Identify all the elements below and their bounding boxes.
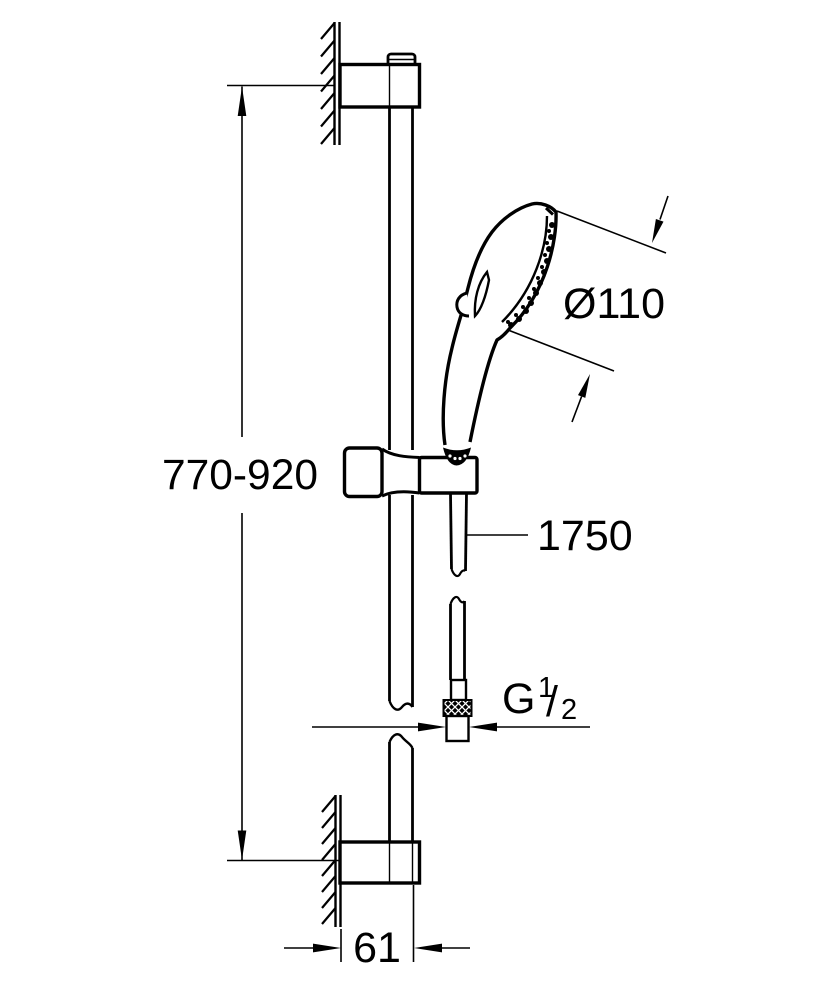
dimension-hose-length: 1750 [467,512,633,560]
rail-break-end [388,700,414,711]
hand-shower-body [441,201,558,446]
dimension-head-diameter: Ø110 [507,195,669,423]
spray-face-texture [506,222,555,328]
hand-shower [441,201,558,466]
arrow-up-icon [237,86,247,116]
thread-numerator-label: 1 [538,672,554,704]
wall-bottom-hatching [321,795,337,925]
arrow-left-icon [469,722,497,732]
arrow-right-icon [313,943,341,953]
thread-prefix-label: G [502,675,535,723]
slider-knob [342,446,384,499]
wall-top-hatching [320,22,336,145]
arrow-down-icon [237,830,247,860]
shower-hose [442,492,473,743]
mounting-bracket-top [338,52,422,109]
arrow-right-icon [418,722,446,732]
arrow-diagonal-icon [578,374,590,398]
glide-element [342,446,479,499]
wall-distance-label: 61 [353,924,401,972]
rail-break-start [388,733,414,749]
hose-length-label: 1750 [537,512,633,560]
handle-clip [455,291,470,318]
hose-nut [442,699,473,717]
handshower-holder [417,455,479,495]
face-top-notch [544,206,555,216]
hose-collar [449,678,468,702]
arrow-diagonal-icon [652,219,664,243]
handle-cone-tip [443,447,471,466]
cone-tip-dots [448,454,467,461]
rail-height-label: 770-920 [162,452,318,499]
spray-face-rim [501,215,549,323]
thread-slash-label: / [546,678,558,726]
head-diameter-label: Ø110 [563,280,665,328]
dimension-wall-distance: 61 [284,885,470,972]
extension-line-face-top [556,210,667,254]
slide-rail [388,107,414,842]
extension-line-face-bottom [507,329,615,372]
mounting-bracket-bottom [338,840,422,885]
hose-break-end [450,568,467,578]
wall-top [320,22,341,145]
arrow-left-icon [414,943,442,953]
spray-mode-lever [473,269,491,319]
dimension-thread-size: G 1 / 2 [312,672,590,732]
thread-stub [445,714,470,743]
dimension-rail-height: 770-920 [162,84,340,862]
thread-denominator-label: 2 [561,694,577,726]
hose-break-start [449,595,466,605]
